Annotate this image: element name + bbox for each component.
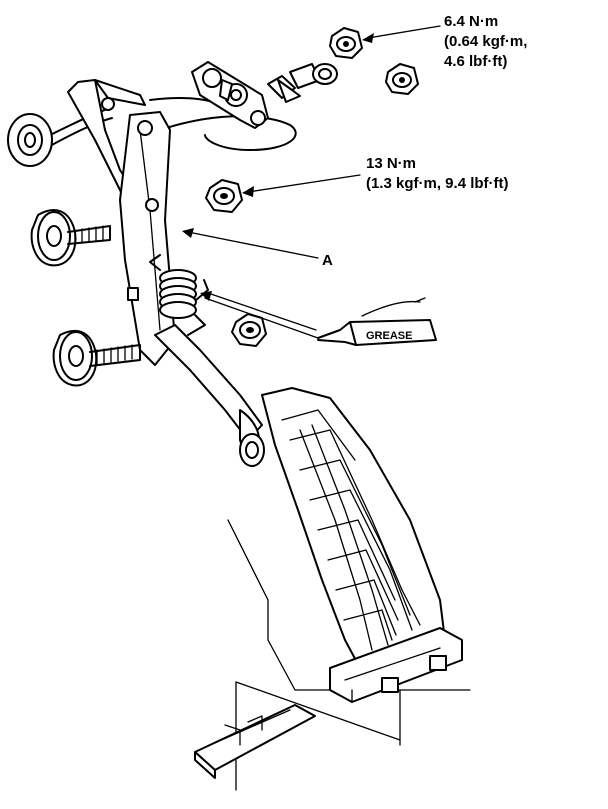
grease-label: GREASE — [366, 330, 412, 342]
leader-lines — [182, 25, 441, 339]
mounting-stud-lower — [52, 330, 141, 387]
flange-nut-lower — [231, 313, 267, 347]
grease-tube-icon — [317, 297, 437, 346]
cable-grommet — [7, 113, 53, 167]
cable-lever-assembly — [191, 61, 338, 129]
nut-top-right — [385, 63, 419, 95]
torque-mid-label-1: 13 N·m — [366, 155, 416, 172]
torque-top-label-2: (0.64 kgf·m, — [444, 33, 527, 50]
return-spring — [149, 254, 209, 336]
pedal-arm — [154, 324, 265, 467]
callout-a-label: A — [322, 252, 333, 269]
mounting-stud-upper — [30, 209, 111, 267]
torque-mid-label-2: (1.3 kgf·m, 9.4 lbf·ft) — [366, 175, 509, 192]
nut-6-4nm — [329, 27, 363, 59]
pedal-bracket — [67, 79, 176, 366]
torque-top-label-3: 4.6 lbf·ft) — [444, 53, 507, 70]
flange-nut-13nm — [205, 179, 243, 213]
torque-top-label-1: 6.4 N·m — [444, 13, 498, 30]
pedal-pad — [261, 387, 463, 703]
floor-clip — [194, 704, 316, 779]
